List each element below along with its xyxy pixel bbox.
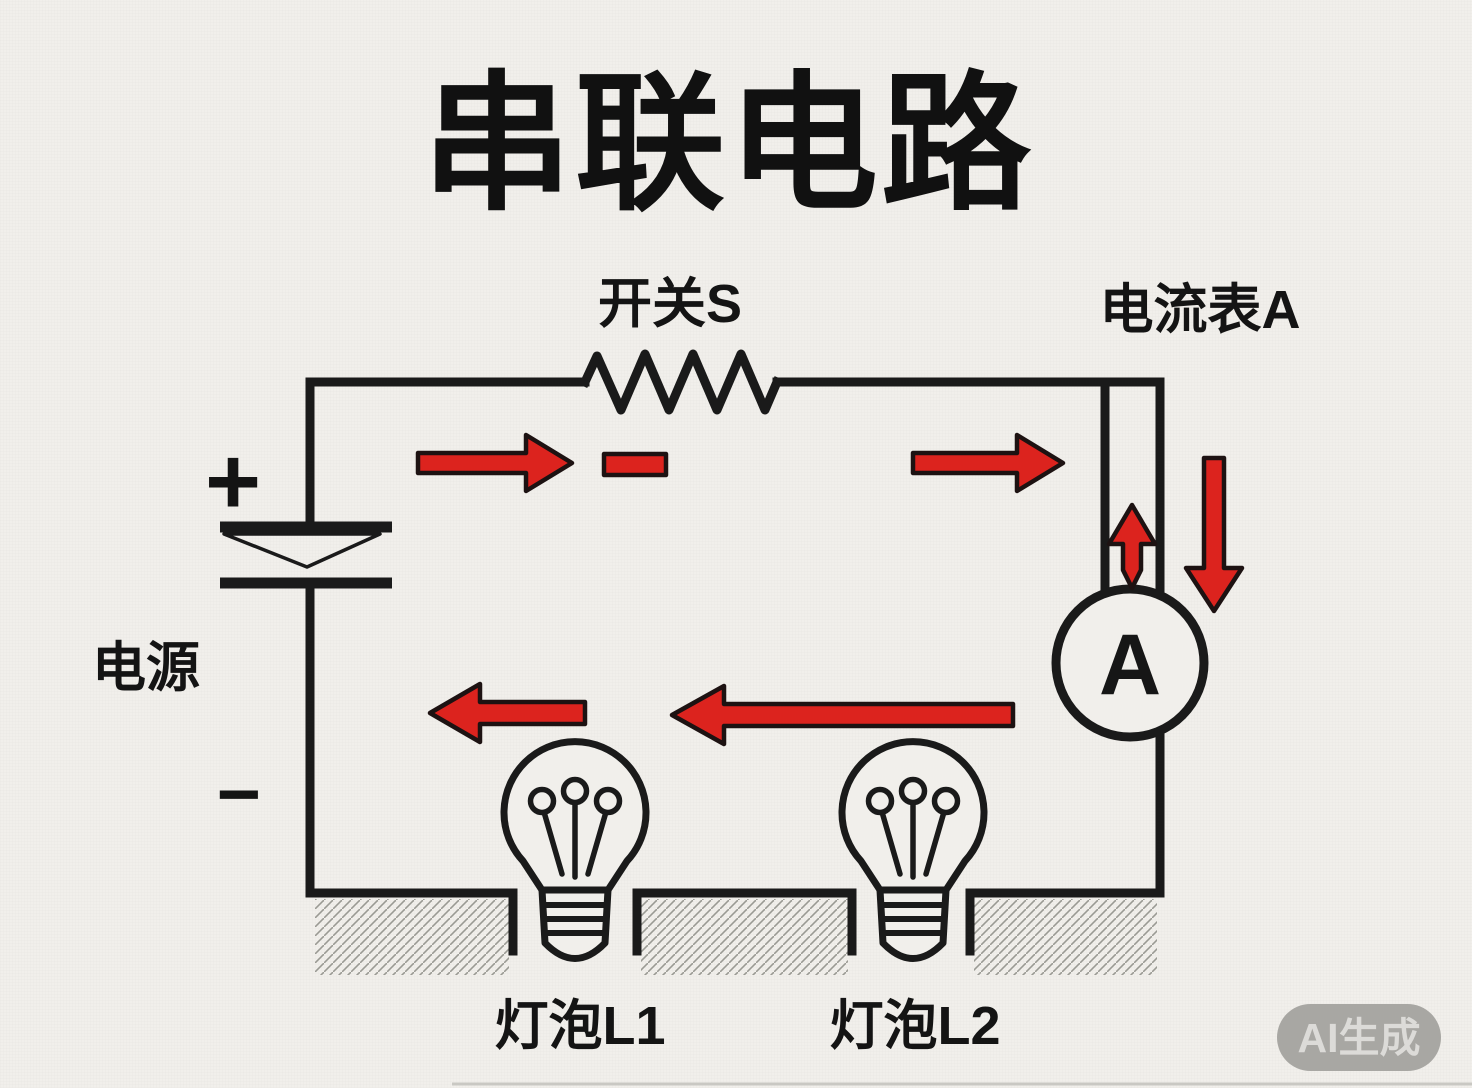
power-source-label: 电源	[92, 638, 200, 698]
current-dash	[601, 451, 669, 478]
ammeter-label: 电流表A	[1100, 280, 1301, 340]
page-title: 串联电路	[422, 60, 1034, 228]
battery-symbol	[220, 521, 392, 589]
bulb-l2-symbol	[838, 738, 988, 962]
bulb-l1-label: 灯泡L1	[494, 996, 665, 1056]
switch-label: 开关S	[598, 274, 742, 334]
ground-hatch-shadow	[315, 899, 1157, 975]
current-arrow-top-left	[415, 432, 575, 494]
ammeter-letter: A	[1099, 617, 1161, 713]
bulb-l2-label: 灯泡L2	[829, 996, 1000, 1056]
current-arrows	[415, 432, 1245, 747]
current-arrow-down-right	[1183, 455, 1245, 614]
current-arrow-bottom-short	[427, 681, 588, 745]
battery-minus-sign: −	[217, 752, 261, 837]
battery-plus-sign: +	[205, 428, 261, 535]
current-arrow-top-right	[910, 432, 1066, 494]
ai-watermark-text: AI生成	[1298, 1015, 1421, 1061]
current-arrow-into-ammeter	[1106, 502, 1158, 591]
ai-watermark-badge: AI生成	[1277, 1004, 1441, 1071]
bulb-l1-symbol	[500, 738, 650, 962]
current-arrow-bottom-long	[669, 683, 1016, 747]
ammeter-symbol: A	[1051, 584, 1209, 742]
switch-symbol	[579, 349, 783, 415]
